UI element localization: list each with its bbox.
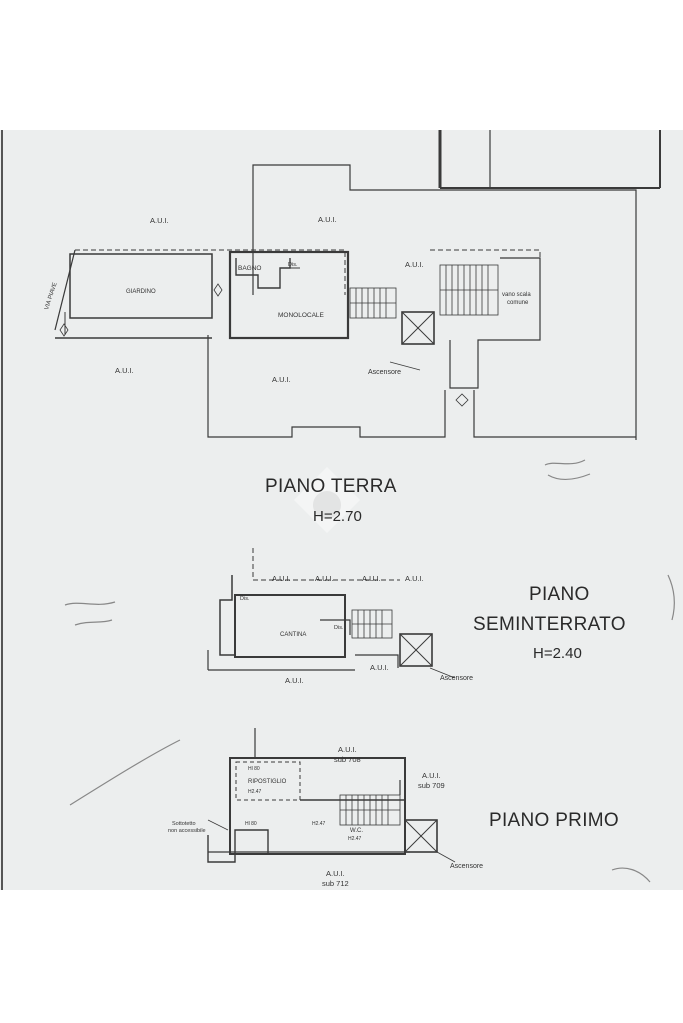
primo-h-4: H2.47 <box>312 821 326 827</box>
primo-sub-712: sub 712 <box>322 879 349 888</box>
semi-aui-3: A.U.I. <box>362 574 381 583</box>
piano-terra-plan <box>54 164 637 440</box>
primo-aui-709: A.U.I. <box>422 771 441 780</box>
semi-aui-5: A.U.I. <box>370 663 389 672</box>
primo-sub-709: sub 709 <box>418 781 445 790</box>
semi-dis-1: Dis. <box>240 596 250 602</box>
semi-aui-1: A.U.I. <box>272 574 291 583</box>
primo-sub-708: sub 708 <box>334 755 361 764</box>
primo-h-3: Hl 80 <box>245 821 257 827</box>
terra-aui-2: A.U.I. <box>318 215 337 224</box>
watermark-logo <box>294 467 360 533</box>
piano-primo-plan <box>207 728 456 863</box>
primo-wc-height: H2.47 <box>348 836 362 842</box>
piano-terra-title: PIANO TERRA <box>265 476 397 497</box>
piano-seminterrato-title-2: SEMINTERRATO <box>473 614 626 635</box>
primo-stair <box>339 794 401 826</box>
semi-cantina-label: CANTINA <box>280 632 306 638</box>
terra-lift <box>389 311 435 371</box>
terra-vano-scala-2: comune <box>507 300 529 306</box>
terra-dis-label: Dis. <box>288 262 298 268</box>
piano-primo-title: PIANO PRIMO <box>489 810 619 831</box>
semi-aui-4: A.U.I. <box>405 574 424 583</box>
piano-seminterrato-plan <box>207 548 456 679</box>
primo-h-2: H2.47 <box>248 789 262 795</box>
terra-bagno-label: BAGNO <box>238 265 261 272</box>
primo-sottotetto-2: non accessibile <box>168 828 206 834</box>
terra-aui-1: A.U.I. <box>150 216 169 225</box>
seminterrato-stair <box>351 609 393 639</box>
plan-sheet: A.U.I. A.U.I. A.U.I. A.U.I. A.U.I. GIARD… <box>0 130 683 890</box>
top-right-corner <box>1 130 661 890</box>
semi-dis-2: Dis. <box>334 625 344 631</box>
terra-aui-4: A.U.I. <box>115 366 134 375</box>
primo-sottotetto-1: Sottotetto <box>172 821 196 827</box>
terra-stair-1 <box>349 287 397 319</box>
pen-marks <box>64 459 675 883</box>
primo-aui-712: A.U.I. <box>326 869 345 878</box>
semi-ascensore-label: Ascensore <box>440 675 473 682</box>
terra-monolocale-label: MONOLOCALE <box>278 312 325 319</box>
primo-h-1: Hl 80 <box>248 766 260 772</box>
primo-wc-label: W.C. <box>350 828 363 834</box>
terra-giardino-label: GIARDINO <box>126 289 156 295</box>
semi-aui-6: A.U.I. <box>285 676 304 685</box>
primo-ripostiglio-label: RIPOSTIGLIO <box>248 779 287 785</box>
primo-ascensore-label: Ascensore <box>450 863 483 870</box>
terra-aui-3: A.U.I. <box>405 260 424 269</box>
terra-stair-2 <box>439 264 499 316</box>
piano-seminterrato-height: H=2.40 <box>533 645 582 662</box>
floor-plan-drawing: A.U.I. A.U.I. A.U.I. A.U.I. A.U.I. GIARD… <box>1 130 675 890</box>
plan-labels: A.U.I. A.U.I. A.U.I. A.U.I. A.U.I. GIARD… <box>44 215 531 888</box>
terra-vano-scala-1: vano scala <box>502 292 531 298</box>
seminterrato-lift <box>399 633 456 679</box>
terra-via-label: VIA PIAVE <box>44 282 58 311</box>
primo-lift <box>404 819 456 863</box>
terra-aui-5: A.U.I. <box>272 375 291 384</box>
piano-seminterrato-title-1: PIANO <box>529 584 590 605</box>
terra-ascensore-label: Ascensore <box>368 369 401 376</box>
semi-aui-2: A.U.I. <box>315 574 334 583</box>
piano-terra-height: H=2.70 <box>313 508 362 525</box>
primo-aui-708: A.U.I. <box>338 745 357 754</box>
